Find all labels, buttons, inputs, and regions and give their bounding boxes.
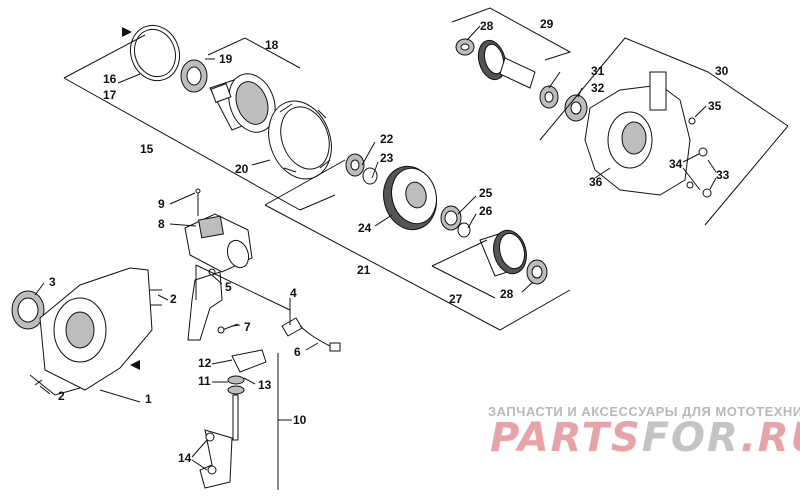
callout-15: 15 — [140, 142, 154, 156]
callout-1: 1 — [145, 392, 152, 406]
callout-35: 35 — [708, 99, 722, 113]
watermark-logo-for: FOR — [642, 415, 741, 461]
callout-11: 11 — [198, 374, 211, 388]
callout-9: 9 — [158, 197, 165, 211]
callout-29: 29 — [540, 17, 554, 31]
callout-30: 30 — [715, 64, 729, 78]
callout-4: 4 — [290, 286, 297, 300]
direction-arrow-icon — [122, 27, 132, 37]
output-shaft-group — [455, 38, 712, 198]
callout-34: 34 — [669, 157, 683, 171]
center-gear-group — [345, 153, 548, 285]
callout-32: 32 — [591, 81, 605, 95]
callout-27: 27 — [449, 292, 463, 306]
callout-14: 14 — [178, 451, 192, 465]
callout-10: 10 — [293, 413, 307, 427]
callout-labels: 1 2 2 3 4 5 6 7 8 9 10 11 12 13 14 15 16… — [49, 17, 730, 465]
callout-28-upper: 28 — [480, 19, 494, 33]
callout-36: 36 — [589, 175, 603, 189]
leader-lines — [29, 7, 789, 490]
watermark-logo-ru: .RU — [741, 415, 800, 461]
callout-22: 22 — [380, 132, 394, 146]
callout-6: 6 — [294, 345, 301, 359]
callout-13: 13 — [258, 378, 272, 392]
callout-23: 23 — [380, 151, 394, 165]
callout-21: 21 — [357, 263, 371, 277]
callout-18: 18 — [265, 38, 279, 52]
callout-31: 31 — [591, 64, 605, 78]
callout-8: 8 — [158, 217, 165, 231]
watermark-logo: PARTSFOR.RU — [490, 415, 800, 461]
callout-33: 33 — [716, 168, 730, 182]
callout-28-lower: 28 — [500, 287, 514, 301]
callout-12: 12 — [198, 356, 212, 370]
shift-motor-group — [184, 188, 341, 352]
callout-7: 7 — [244, 320, 251, 334]
callout-5: 5 — [225, 280, 232, 294]
direction-arrow-icon — [130, 360, 140, 370]
callout-2-upper: 2 — [170, 292, 177, 306]
watermark: ЗАПЧАСТИ И АКСЕССУАРЫ ДЛЯ МОТОТЕХНИКИ PA… — [488, 404, 800, 461]
callout-25: 25 — [479, 186, 493, 200]
callout-24: 24 — [358, 221, 372, 235]
shift-fork-group — [199, 349, 267, 489]
callout-17: 17 — [103, 88, 117, 102]
callout-19: 19 — [219, 52, 233, 66]
clutch-drum-group — [122, 24, 332, 180]
callout-20: 20 — [235, 162, 249, 176]
watermark-tagline: ЗАПЧАСТИ И АКСЕССУАРЫ ДЛЯ МОТОТЕХНИКИ — [488, 404, 800, 419]
housing-group — [11, 267, 162, 391]
watermark-logo-parts: PARTS — [490, 415, 642, 461]
callout-2-lower: 2 — [58, 389, 65, 403]
callout-26: 26 — [479, 204, 493, 218]
callout-16: 16 — [103, 72, 117, 86]
callout-3: 3 — [49, 275, 56, 289]
